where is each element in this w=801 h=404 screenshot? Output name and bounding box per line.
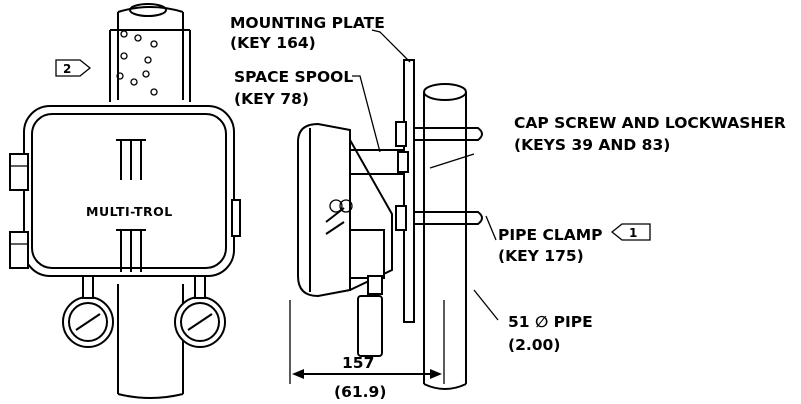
- front-ribs: [116, 139, 146, 272]
- space-spool-key: (KEY 78): [234, 90, 309, 108]
- plate-holes: [116, 30, 158, 96]
- space-spool-part: [347, 149, 405, 175]
- front-mounting-plate: [109, 29, 191, 102]
- cap-screw-label: CAP SCREW AND LOCKWASHER: [514, 114, 786, 132]
- mounting-plate-key: (KEY 164): [230, 34, 316, 52]
- note-1-flag: 1: [610, 223, 651, 241]
- dimension-line: [289, 300, 445, 384]
- dimension-inch: (61.9): [334, 383, 386, 401]
- note-2-flag: 2: [55, 59, 92, 77]
- gauge-right: [174, 275, 226, 348]
- side-bottom-cylinder: [357, 295, 383, 357]
- side-pipe: [423, 92, 467, 384]
- front-pipe-bottom: [117, 284, 184, 394]
- pipe-inch: (2.00): [508, 336, 560, 354]
- gauge-left: [62, 275, 114, 348]
- note-2-number: 2: [63, 62, 71, 76]
- mounting-plate-label: MOUNTING PLATE: [230, 14, 385, 32]
- cap-screw-keys: (KEYS 39 AND 83): [514, 136, 670, 154]
- pipe-clamp-label: PIPE CLAMP: [498, 226, 603, 244]
- side-view: [289, 59, 483, 390]
- pipe-clamp-lower: [395, 205, 483, 231]
- front-pipe-top: [117, 6, 184, 100]
- leaders: [352, 29, 499, 321]
- dimension-mm: 157: [342, 354, 374, 372]
- pipe-clamp-key: (KEY 175): [498, 247, 584, 265]
- note-1-number: 1: [629, 226, 637, 240]
- front-housing: [23, 105, 235, 277]
- space-spool-label: SPACE SPOOL: [234, 68, 353, 86]
- pipe-clamp-upper: [395, 121, 483, 147]
- front-view: 2 MULTI-TROL: [9, 3, 241, 399]
- pipe-label: 51 ∅ PIPE: [508, 313, 593, 331]
- brand-label: MULTI-TROL: [86, 204, 173, 219]
- side-mounting-plate: [403, 59, 415, 323]
